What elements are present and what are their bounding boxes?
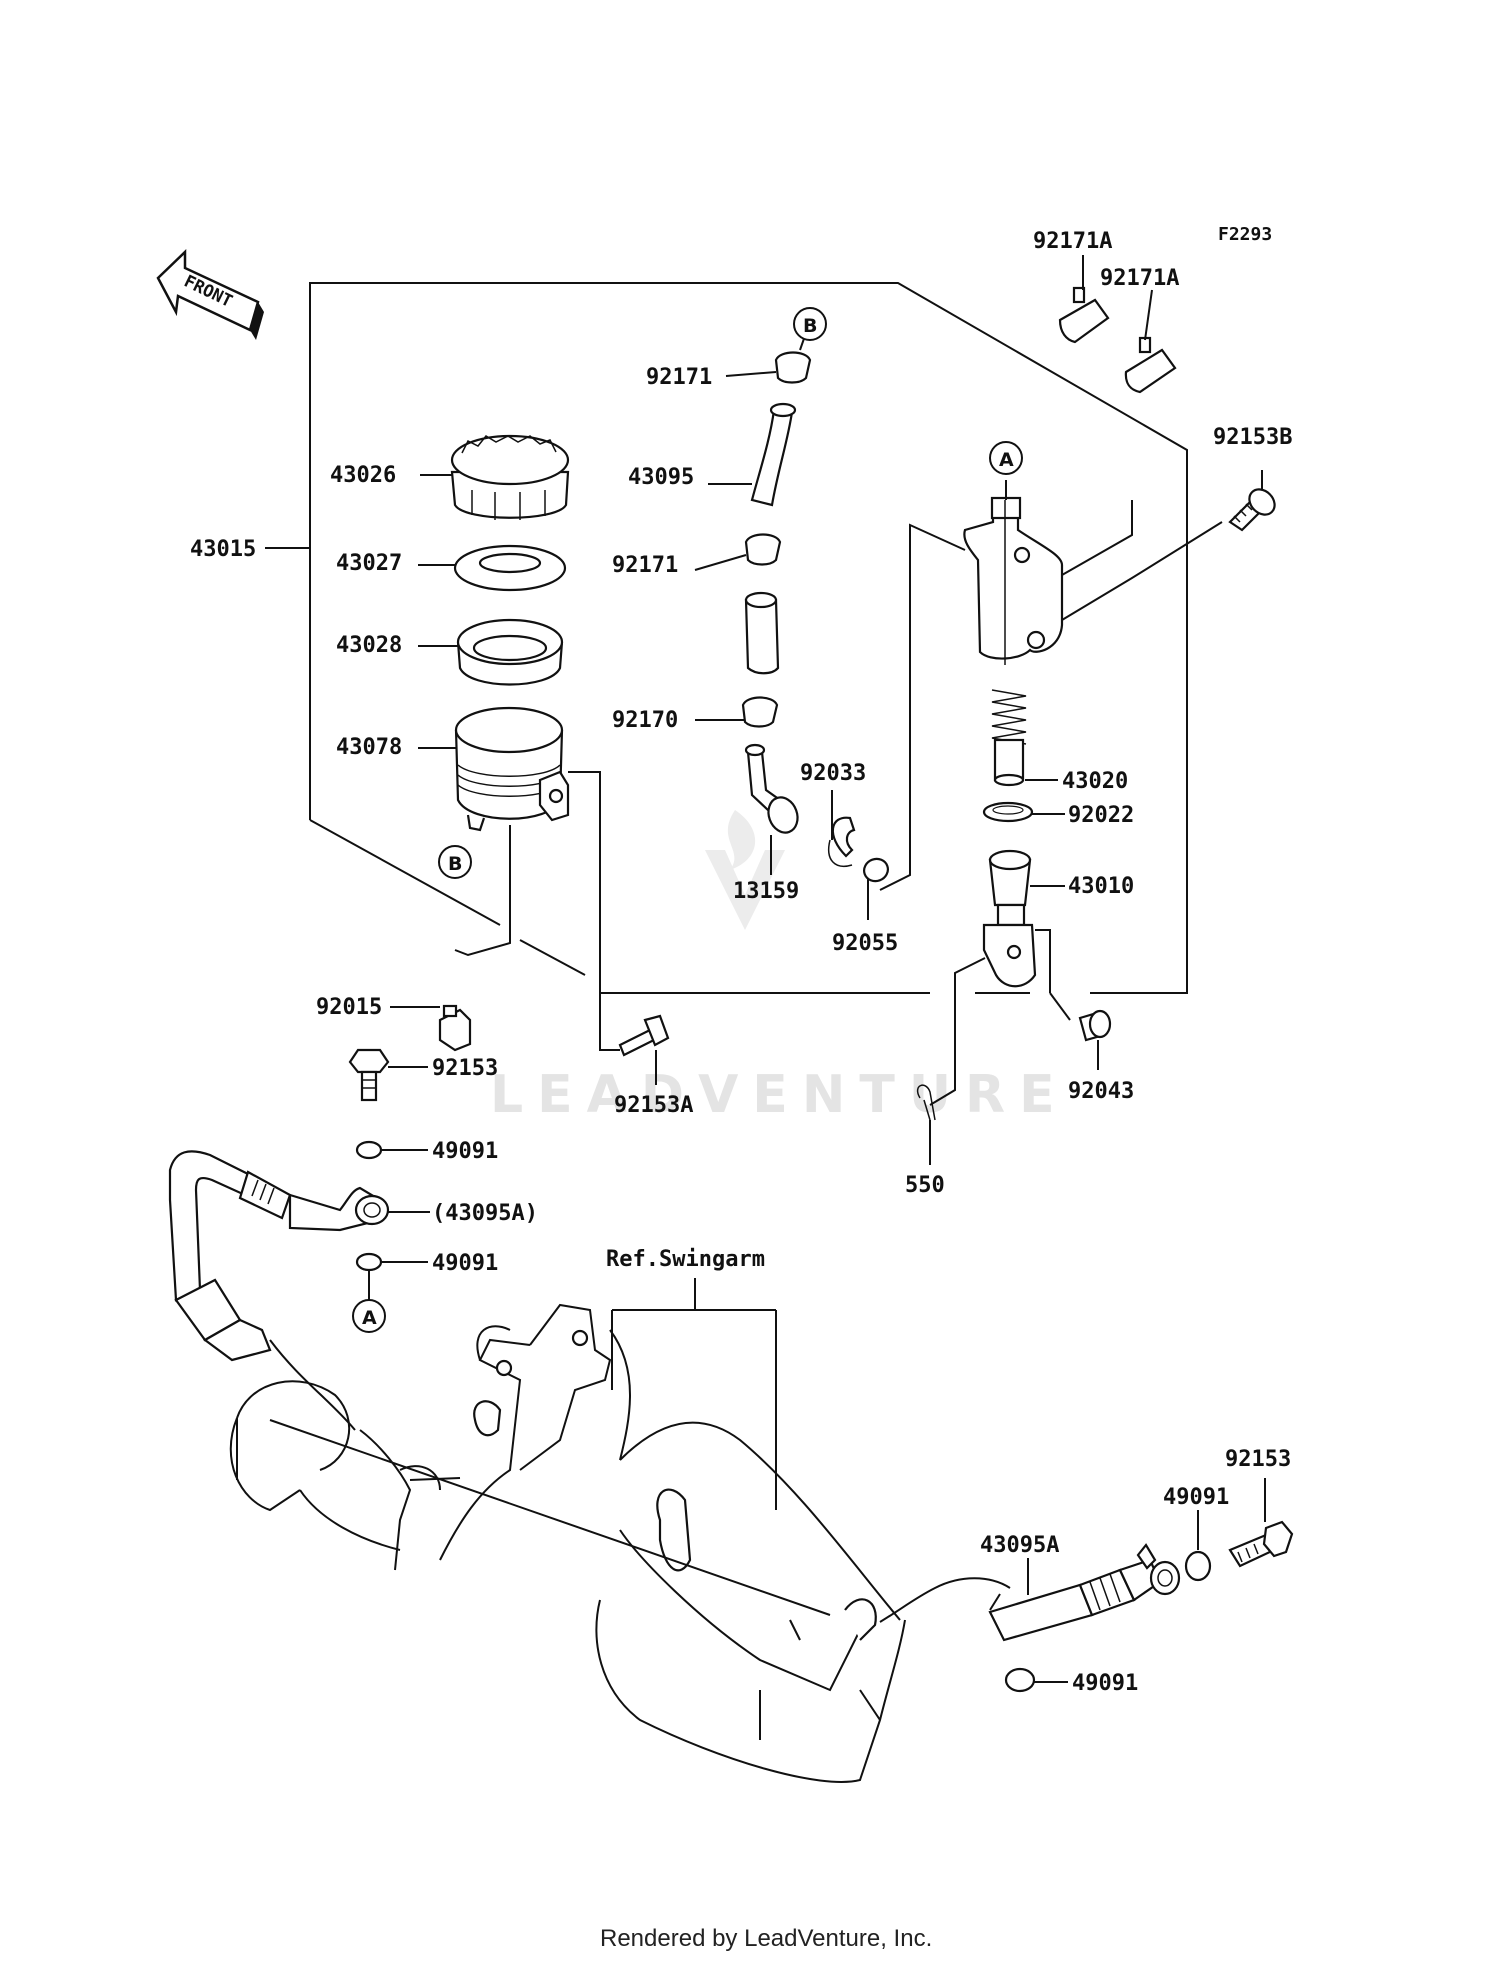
bolt-92153b — [1228, 488, 1276, 532]
label-49091-b: 49091 — [432, 1251, 498, 1276]
brake-hose-upper — [168, 1150, 390, 1362]
circlip-92022 — [982, 801, 1034, 823]
label-49091-d: 49091 — [1072, 1671, 1138, 1696]
label-92033: 92033 — [800, 761, 866, 786]
spring-piston — [991, 689, 1027, 787]
footer-credit: Rendered by LeadVenture, Inc. — [600, 1925, 932, 1952]
svg-text:A: A — [999, 449, 1014, 471]
label-13159: 13159 — [733, 879, 799, 904]
label-92153-top: 92153 — [432, 1056, 498, 1081]
banjo-bolt-92153-top — [348, 1048, 390, 1102]
label-92022: 92022 — [1068, 803, 1134, 828]
label-92055: 92055 — [832, 931, 898, 956]
pin-92043 — [1078, 1009, 1112, 1042]
label-43027: 43027 — [336, 551, 402, 576]
label-550: 550 — [905, 1173, 945, 1198]
reservoir-hose — [744, 402, 797, 675]
leader-lines — [368, 255, 1266, 1683]
callout-b-top: B — [793, 307, 827, 341]
svg-text:B: B — [448, 853, 462, 875]
washer-49091-a — [355, 1140, 383, 1160]
callout-b-bottom: B — [438, 845, 472, 879]
label-43010: 43010 — [1068, 874, 1134, 899]
bolt-92153a — [618, 1014, 670, 1057]
watermark: LEADVENTURE — [490, 810, 1069, 1125]
hose-clamp-92170 — [741, 696, 779, 728]
reservoir-cap — [450, 434, 570, 520]
label-92153a: 92153A — [614, 1093, 693, 1118]
master-cylinder-body — [963, 496, 1064, 665]
label-43020: 43020 — [1062, 769, 1128, 794]
label-92153-bottom: 92153 — [1225, 1447, 1291, 1472]
label-ref-swingarm: Ref.Swingarm — [606, 1247, 765, 1272]
label-43026: 43026 — [330, 463, 396, 488]
swingarm-frame — [229, 1303, 1011, 1783]
label-43028: 43028 — [336, 633, 402, 658]
label-49091-c: 49091 — [1163, 1485, 1229, 1510]
brake-hose-lower — [988, 1543, 1181, 1642]
label-43095a: 43095A — [980, 1533, 1059, 1558]
callout-a-top: A — [989, 441, 1023, 475]
banjo-bolt-92153-bottom — [1228, 1520, 1294, 1568]
label-92171a-2: 92171A — [1100, 266, 1179, 291]
diaphragm-plate — [453, 544, 567, 592]
label-43078: 43078 — [336, 735, 402, 760]
label-92171-mid: 92171 — [612, 553, 678, 578]
label-92171a-1: 92171A — [1033, 229, 1112, 254]
label-43015: 43015 — [190, 537, 256, 562]
watermark-text: LEADVENTURE — [490, 1065, 1069, 1125]
clamp-92171a-1 — [1058, 286, 1110, 344]
label-49091-a: 49091 — [432, 1139, 498, 1164]
hose-fitting — [744, 743, 799, 834]
washer-49091-c — [1184, 1550, 1212, 1582]
label-92153b: 92153B — [1213, 425, 1292, 450]
label-92170: 92170 — [612, 708, 678, 733]
label-92015: 92015 — [316, 995, 382, 1020]
reservoir-body — [454, 706, 570, 832]
diagram-id: F2293 — [1218, 224, 1272, 245]
label-43095: 43095 — [628, 465, 694, 490]
washer-49091-b — [355, 1252, 383, 1272]
hose-clamp-92171-mid — [744, 533, 782, 566]
front-arrow-icon: FRONT — [156, 249, 264, 340]
label-92171-top: 92171 — [646, 365, 712, 390]
hose-clamp-92171-top — [774, 351, 812, 384]
cotter-pin-550 — [916, 1084, 936, 1121]
svg-text:A: A — [362, 1307, 377, 1329]
o-ring-92055 — [863, 857, 889, 883]
washer-49091-d — [1004, 1667, 1036, 1693]
part-labels: 92171A 92171A 92153B 92171 43095 92171 9… — [190, 229, 1292, 1696]
label-92043: 92043 — [1068, 1079, 1134, 1104]
circlip-92033 — [828, 816, 856, 867]
callout-a-bottom: A — [352, 1299, 386, 1333]
clamp-92171a-2 — [1124, 336, 1177, 394]
clip-92015 — [438, 1004, 472, 1052]
pushrod — [982, 849, 1037, 988]
assembly-outline — [265, 282, 1188, 994]
ref-swingarm-bracket — [611, 1278, 777, 1510]
label-43095a-paren: (43095A) — [432, 1201, 538, 1226]
svg-text:B: B — [803, 315, 817, 337]
diaphragm — [456, 618, 564, 686]
